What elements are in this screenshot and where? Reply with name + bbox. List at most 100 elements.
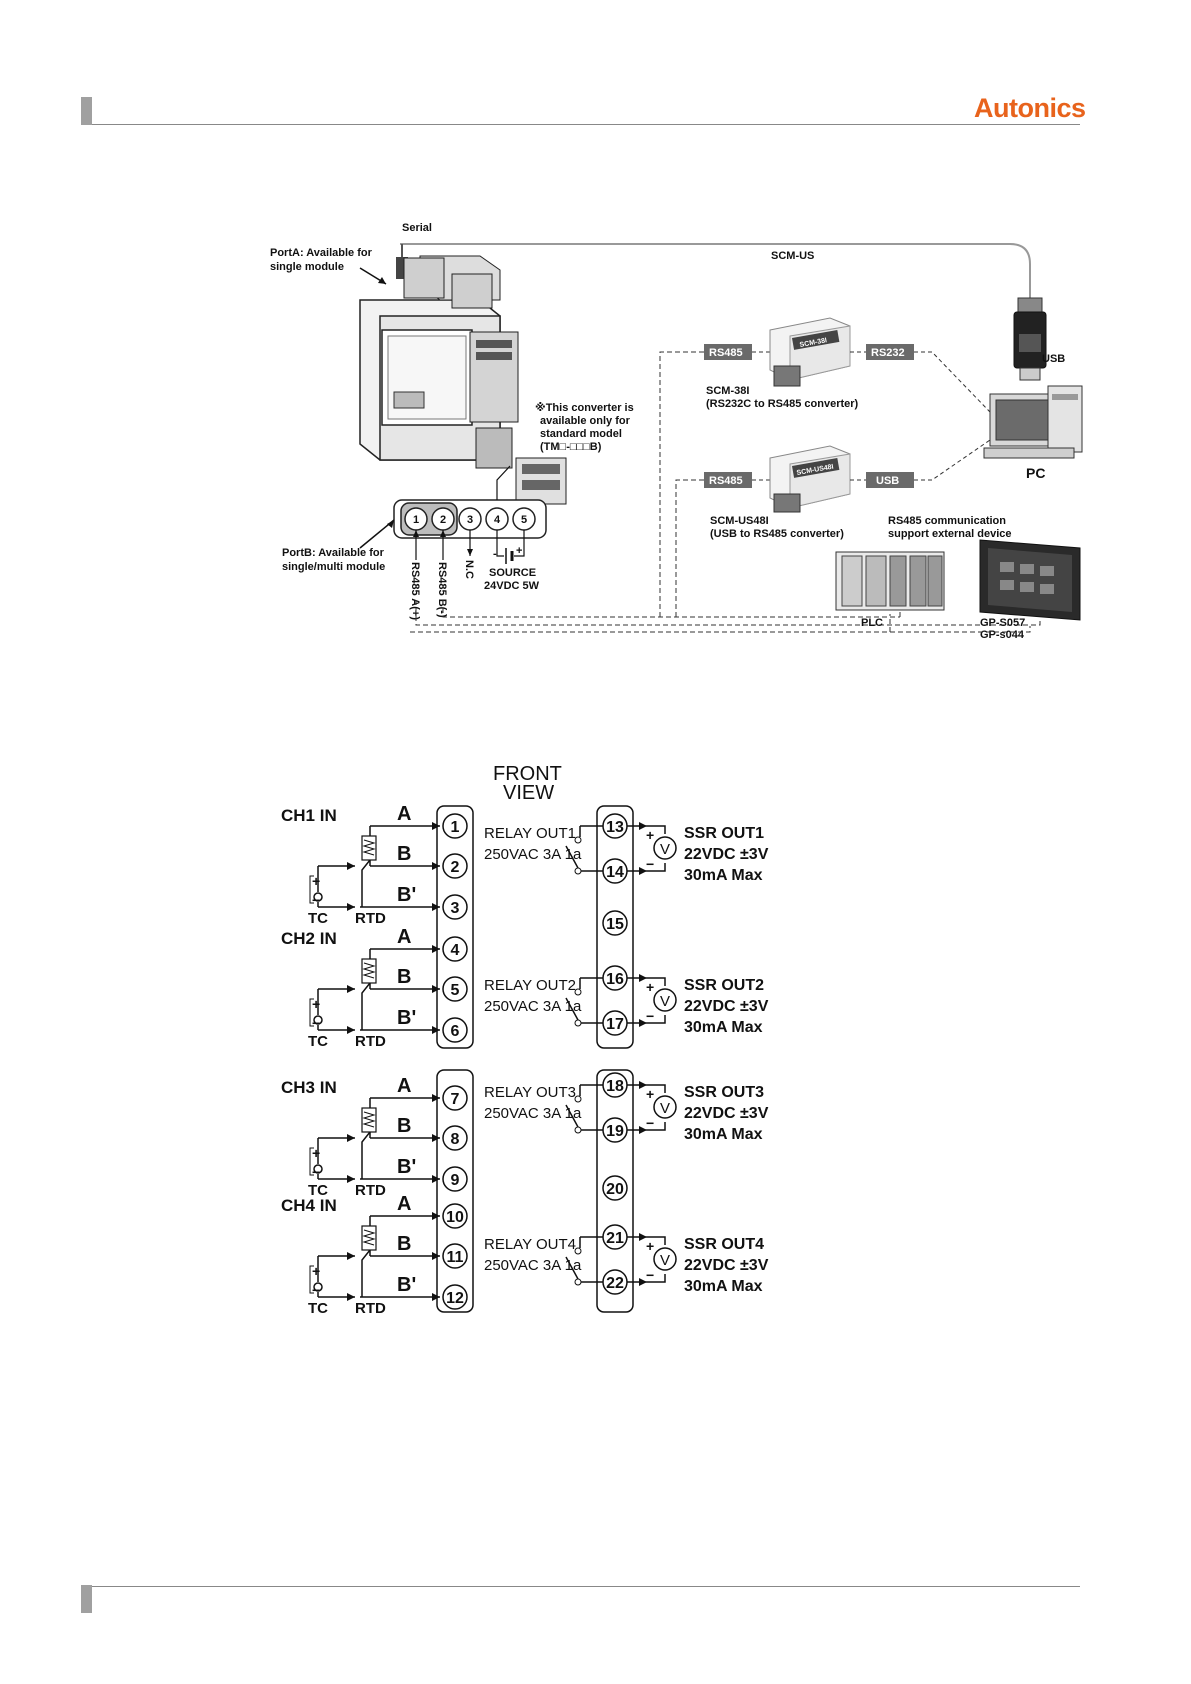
label-b-prime: B' xyxy=(397,1007,416,1029)
voltage-source-icon xyxy=(653,1095,677,1119)
rs485-label-2: RS485 xyxy=(709,475,743,487)
label-b-prime: B' xyxy=(397,884,416,906)
relay-label: RELAY OUT3 xyxy=(484,1084,576,1101)
input-terminal-number: 5 xyxy=(451,982,460,999)
scm-38i-name: SCM-38I xyxy=(706,385,749,397)
usb-tag xyxy=(866,472,914,488)
output-terminal-number: 21 xyxy=(606,1230,624,1247)
ssr-label: SSR OUT3 xyxy=(684,1084,764,1101)
relay-label: RELAY OUT2 xyxy=(484,977,576,994)
ssr-plus: + xyxy=(646,1086,654,1102)
relay-label: RELAY OUT4 xyxy=(484,1236,576,1253)
label-a: A xyxy=(397,926,411,948)
note-line-3: standard model xyxy=(540,428,622,440)
relay-spec: 250VAC 3A 1a xyxy=(484,1257,582,1274)
label-b: B xyxy=(397,1115,411,1137)
tc-minus: − xyxy=(312,1282,320,1298)
note-line-1: ※This converter is xyxy=(535,402,634,414)
tc-plus: + xyxy=(312,873,320,889)
header-rule xyxy=(92,124,1080,125)
rs485-tag-2 xyxy=(704,472,752,488)
input-terminal-number: 4 xyxy=(451,942,460,959)
relay-label: RELAY OUT1 xyxy=(484,825,576,842)
input-terminal-number: 6 xyxy=(451,1023,460,1040)
ssr-minus: − xyxy=(646,1008,654,1024)
input-terminal xyxy=(442,1166,468,1192)
input-terminal xyxy=(442,1284,468,1310)
relay-spec: 250VAC 3A 1a xyxy=(484,998,582,1015)
ssr-minus: − xyxy=(646,856,654,872)
rs485-b-label: RS485 B(-) xyxy=(436,562,448,618)
voltage-source-icon xyxy=(653,1247,677,1271)
ext-device-line-1: RS485 communication xyxy=(888,515,1006,527)
output-terminal-nc xyxy=(602,1175,628,1201)
rs485-label-1: RS485 xyxy=(709,347,743,359)
header-bar xyxy=(81,97,92,125)
input-terminal-number: 1 xyxy=(451,819,460,836)
input-terminal-number: 12 xyxy=(446,1290,464,1307)
tc-minus: − xyxy=(312,1164,320,1180)
input-terminal xyxy=(442,894,468,920)
terminal-1: 1 xyxy=(413,514,419,526)
tc-minus: − xyxy=(312,1015,320,1031)
v-symbol: V xyxy=(660,841,670,858)
input-terminal xyxy=(442,813,468,839)
output-terminal-number: 18 xyxy=(606,1078,624,1095)
port-a-label-1: PortA: Available for xyxy=(270,247,373,259)
output-terminal-number: 19 xyxy=(606,1123,624,1140)
usb-top-label: USB xyxy=(1042,353,1065,365)
gp-label-2: GP-s044 xyxy=(980,629,1025,641)
rs485-bus-line-a xyxy=(415,600,1041,626)
input-terminal-number: 7 xyxy=(451,1091,460,1108)
plc-icon xyxy=(835,551,945,611)
input-terminal-number: 3 xyxy=(451,900,460,917)
footer-rule xyxy=(92,1586,1080,1587)
output-terminal-number: 14 xyxy=(606,864,624,881)
voltage-source-icon xyxy=(653,988,677,1012)
rtd-label: RTD xyxy=(355,1300,386,1317)
front-view-line-2: VIEW xyxy=(503,782,554,804)
pc-icon xyxy=(983,385,1083,459)
label-a: A xyxy=(397,1075,411,1097)
input-terminal xyxy=(442,1085,468,1111)
rtd-label: RTD xyxy=(355,1033,386,1050)
output-terminal-number: 16 xyxy=(606,971,624,988)
tc-minus: − xyxy=(312,892,320,908)
ssr-minus: − xyxy=(646,1267,654,1283)
ssr-plus: + xyxy=(646,979,654,995)
gp-touch-panel-icon xyxy=(979,539,1081,621)
thermocouple-junction-icon xyxy=(313,1015,323,1025)
tc-plus: + xyxy=(312,1263,320,1279)
input-terminal-number: 9 xyxy=(451,1172,460,1189)
port-b-label-2: single/multi module xyxy=(282,561,385,573)
label-b: B xyxy=(397,1233,411,1255)
scm-38i-desc: (RS232C to RS485 converter) xyxy=(706,398,859,410)
input-strip-upper xyxy=(436,805,474,1049)
rs485-bus-line-b xyxy=(442,600,900,618)
rs232-tag xyxy=(866,344,914,360)
input-terminal-number: 11 xyxy=(447,1249,464,1266)
scm-38i-converter: SCM-38I xyxy=(769,317,851,387)
front-view-line-1: FRONT xyxy=(493,763,562,785)
input-terminal xyxy=(442,976,468,1002)
tc-plus: + xyxy=(312,996,320,1012)
relay-spec: 250VAC 3A 1a xyxy=(484,1105,582,1122)
voltage-source-icon xyxy=(653,836,677,860)
label-b-prime: B' xyxy=(397,1274,416,1296)
rs485-a-label: RS485 A(+) xyxy=(409,562,421,620)
output-terminal-number: 22 xyxy=(606,1275,624,1292)
relay-contact-icon xyxy=(565,978,581,1021)
output-terminal-number: 13 xyxy=(606,819,624,836)
output-terminal-number: 15 xyxy=(606,916,624,933)
communication-diagram: Serial SCM-US USB PortA: Available for s… xyxy=(270,222,1083,641)
ssr-spec-voltage: 22VDC ±3V xyxy=(684,846,769,863)
ssr-spec-current: 30mA Max xyxy=(684,1126,763,1143)
input-terminal-number: 10 xyxy=(446,1209,464,1226)
tc-plus: + xyxy=(312,1145,320,1161)
tc-label: TC xyxy=(308,910,328,927)
